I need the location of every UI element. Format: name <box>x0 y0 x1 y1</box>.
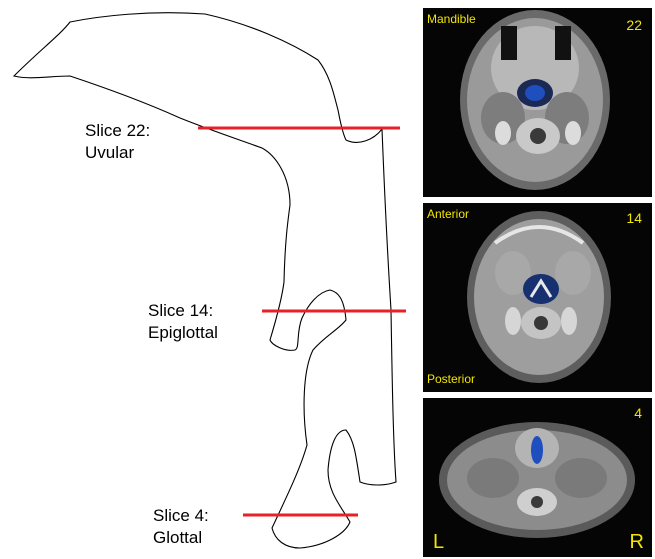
panel-14-bottom-label: Posterior <box>427 372 475 386</box>
panel-14-top-label: Anterior <box>427 207 469 221</box>
mri-panel-slice-22: Mandible 22 <box>423 8 652 197</box>
mri-panel-slice-14: Anterior 14 Posterior <box>423 203 652 392</box>
mri-image-slice-14 <box>423 203 652 392</box>
mri-image-slice-4 <box>423 398 652 557</box>
airway-outline-diagram <box>0 0 420 559</box>
slice-4-label: Slice 4: Glottal <box>153 505 209 549</box>
slice-22-level: Uvular <box>85 142 150 164</box>
mri-image-slice-22 <box>423 8 652 197</box>
panel-4-left-label: L <box>433 531 444 553</box>
slice-4-level: Glottal <box>153 527 209 549</box>
slice-14-label: Slice 14: Epiglottal <box>148 300 218 344</box>
airway-outline <box>14 13 396 548</box>
slice-14-name: Slice 14: <box>148 300 218 322</box>
panel-4-number: 4 <box>634 406 642 420</box>
mri-panel-slice-4: 4 L R <box>423 398 652 557</box>
slice-22-name: Slice 22: <box>85 120 150 142</box>
panel-4-right-label: R <box>630 531 644 553</box>
slice-14-level: Epiglottal <box>148 322 218 344</box>
slice-22-label: Slice 22: Uvular <box>85 120 150 164</box>
panel-14-number: 14 <box>626 211 642 225</box>
panel-22-top-label: Mandible <box>427 12 476 26</box>
panel-22-number: 22 <box>626 18 642 32</box>
slice-4-name: Slice 4: <box>153 505 209 527</box>
